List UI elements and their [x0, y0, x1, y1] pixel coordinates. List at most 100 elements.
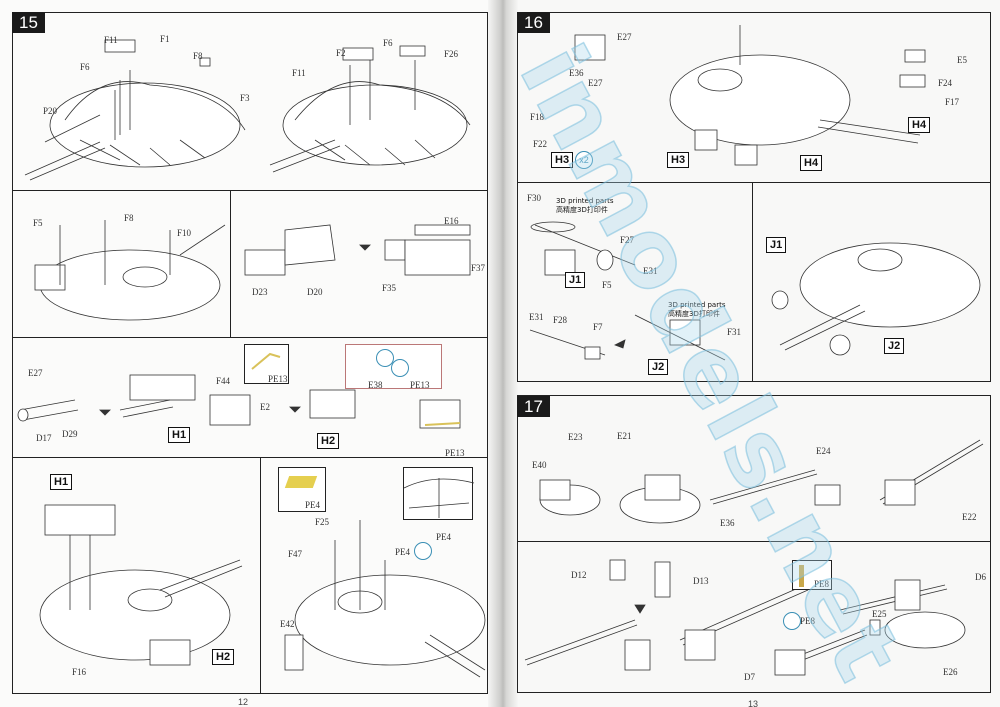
step-15-row-divider [12, 190, 488, 338]
part-label: E31 [643, 266, 658, 276]
turret-drawing [771, 242, 981, 356]
subassembly-badge: H3 [551, 152, 574, 168]
pe4-inset [278, 467, 326, 512]
part-label: E27 [588, 78, 603, 88]
part-label: F30 [527, 193, 542, 203]
part-label: F11 [104, 35, 118, 45]
part-label: F24 [938, 78, 953, 88]
part-label: F6 [80, 62, 90, 72]
part-label: F11 [292, 68, 306, 78]
subassembly-badge: J1 [766, 237, 787, 253]
note-3d-printed: 3D printed parts [668, 301, 726, 309]
step-16-col-divider [752, 182, 753, 382]
part-label: E26 [943, 667, 958, 677]
step-17-frame [517, 395, 991, 693]
part-label: F37 [471, 263, 486, 273]
subassembly-badge: H2 [212, 649, 235, 665]
part-label: F31 [727, 327, 742, 337]
part-label: F1 [160, 34, 170, 44]
part-label: E36 [569, 68, 584, 78]
detail-drawing [403, 478, 475, 518]
photo-etch-part-icon [799, 565, 804, 587]
part-label: E31 [529, 312, 544, 322]
part-label: E23 [568, 432, 583, 442]
subassembly-badge: H4 [800, 155, 823, 171]
part-label: PE13 [410, 380, 430, 390]
subassembly-badge: J2 [884, 338, 905, 354]
part-label: PE13 [445, 448, 465, 458]
note-3d-printed-cn: 高精度3D打印件 [556, 206, 608, 214]
part-label: F7 [593, 322, 603, 332]
part-label: F10 [177, 228, 192, 238]
part-label: PE8 [814, 579, 830, 589]
subassembly-badge: J1 [565, 272, 586, 288]
part-label: E40 [532, 460, 547, 470]
part-label: D13 [693, 576, 709, 586]
turret-drawing [269, 45, 471, 173]
step-number: 15 [12, 12, 45, 33]
part-label: D23 [252, 287, 268, 297]
part-label: F28 [553, 315, 568, 325]
note-3d-printed-cn: 高精度3D打印件 [668, 310, 720, 318]
turret-drawing [574, 25, 926, 166]
page-number: 12 [238, 697, 249, 707]
part-label: F5 [33, 218, 43, 228]
part-label: F26 [444, 49, 459, 59]
part-label: E16 [444, 216, 459, 226]
step-number: 17 [517, 396, 550, 417]
zoom-circle-icon [414, 542, 432, 560]
page-gutter [488, 0, 518, 707]
subassembly-badge: H4 [908, 117, 931, 133]
step-number: 16 [517, 12, 550, 33]
part-label: F35 [382, 283, 397, 293]
part-label: E22 [962, 512, 977, 522]
detail-inset [403, 467, 475, 520]
pe8-inset [792, 560, 832, 590]
step-16-frame [517, 12, 991, 382]
part-label: F5 [602, 280, 612, 290]
step-15-row-divider [12, 457, 488, 458]
part-label: F2 [336, 48, 346, 58]
rack-assembly-drawing [17, 374, 461, 429]
subassembly-badge: H2 [317, 433, 340, 449]
part-label: F17 [945, 97, 960, 107]
part-label: E27 [28, 368, 43, 378]
part-label: D20 [307, 287, 323, 297]
note-3d-printed: 3D printed parts [556, 197, 614, 205]
step-15-frame [12, 12, 488, 694]
part-label: F8 [193, 51, 203, 61]
detail-inset [345, 344, 442, 389]
part-label: D6 [975, 572, 986, 582]
zoom-circle-icon [391, 359, 409, 377]
photo-etch-part-icon [284, 476, 318, 488]
subassembly-badge: H1 [168, 427, 191, 443]
part-label: F8 [124, 213, 134, 223]
part-label: E38 [368, 380, 383, 390]
part-label: PE4 [305, 500, 321, 510]
part-label: E25 [872, 609, 887, 619]
subassembly-badge: J2 [648, 359, 669, 375]
part-label: E27 [617, 32, 632, 42]
searchlight-assembly-drawing [529, 221, 726, 361]
step-15-col-divider [230, 190, 231, 338]
part-label: F44 [216, 376, 231, 386]
part-label: F27 [620, 235, 635, 245]
part-label: D12 [571, 570, 587, 580]
part-label: D29 [62, 429, 78, 439]
page-number: 13 [748, 699, 759, 707]
part-label: E21 [617, 431, 632, 441]
zoom-circle-icon [376, 349, 394, 367]
zoom-circle-icon [783, 612, 801, 630]
quantity-multiplier: x2 [575, 151, 593, 169]
part-label: E42 [280, 619, 295, 629]
part-label: D17 [36, 433, 52, 443]
part-label: E24 [816, 446, 831, 456]
part-label: PE4 [436, 532, 452, 542]
part-label: PE13 [268, 374, 288, 384]
part-label: F18 [530, 112, 545, 122]
part-label: E5 [957, 55, 967, 65]
bracket-assembly-drawing [244, 224, 471, 276]
part-label: PE8 [800, 616, 816, 626]
part-label: PE4 [395, 547, 411, 557]
